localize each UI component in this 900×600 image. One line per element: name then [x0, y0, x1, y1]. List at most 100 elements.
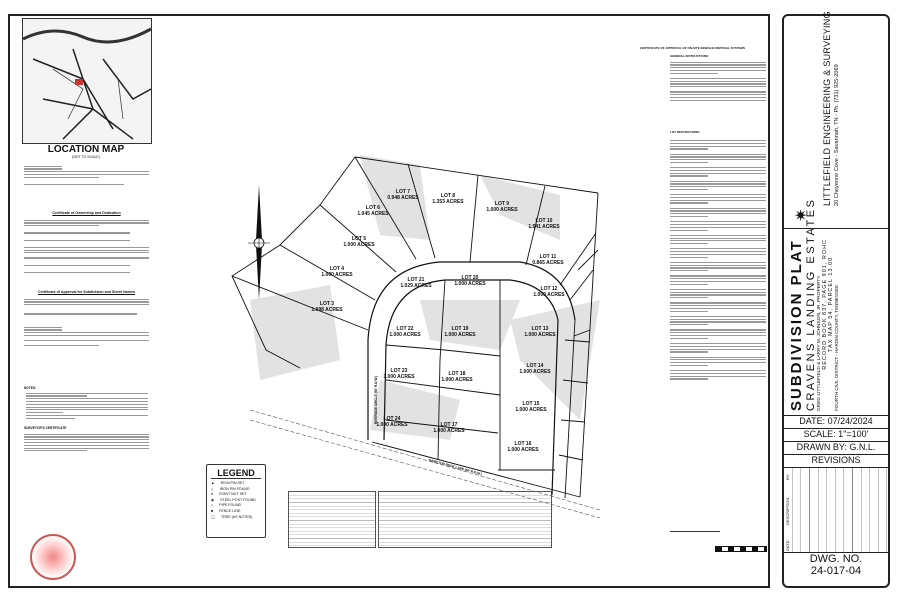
lot-name: LOT 20	[462, 275, 479, 281]
rev-col-date: DATE:	[785, 539, 790, 551]
surveyor-cert-text	[24, 432, 149, 453]
legend-title: LEGEND	[211, 468, 261, 479]
location-map-title: LOCATION MAP	[47, 144, 125, 155]
drawn-by: DRAWN BY: G.N.L.	[784, 441, 888, 452]
cert-approval-text	[24, 297, 149, 348]
sewage-cert-title: CERTIFICATE OF APPROVAL OF ON-SITE SEWAG…	[640, 46, 746, 50]
cert-approval-title: Certificate of Approval for Subdivision …	[38, 290, 135, 294]
district: FOURTH CIVIL DISTRICT - HARDIN COUNTY, T…	[834, 284, 839, 411]
legend-symbol-icon: ●	[211, 492, 214, 497]
notes-title: NOTES:	[24, 386, 37, 390]
compass-star-icon: ✷	[794, 208, 808, 225]
legend-item: ● POINT NOT SET	[211, 492, 261, 496]
firm-address: 20 Cheyenne Cove - Savannah, TN - Ph. (7…	[834, 64, 840, 206]
legend-item: ■ FENCE LINE	[211, 509, 261, 513]
lot-acreage: 1.000 ACRES	[454, 281, 486, 287]
lot-acreage: 0.865 ACRES	[532, 260, 564, 266]
curve-table	[378, 491, 552, 548]
firm-name: LITTLEFIELD ENGINEERING & SURVEYING	[822, 11, 832, 206]
rev-col-description: DESCRIPTION:	[785, 496, 790, 525]
road-edge	[249, 409, 601, 519]
legend-label: IRON PIN SET	[220, 481, 245, 485]
subdivision-name: CRAVENS LANDING ESTATES	[805, 197, 817, 411]
lot-name: LOT 24	[384, 416, 401, 422]
legend-label: IRON PIN FOUND	[219, 486, 250, 491]
road-label-loop: RIVERSIDE CIRCLE (50' R.O.W.)	[374, 376, 378, 424]
lot-acreage: 1.541 ACRES	[528, 224, 560, 230]
lot-name: LOT 13	[532, 326, 549, 332]
legend: LEGEND ▲ IRON PIN SET △ IRON PIN FOUND ● POIN…	[206, 464, 266, 538]
legend-item: △ IRON PIN FOUND	[211, 487, 261, 491]
shaded-areas	[250, 155, 600, 440]
rev-col-by: BY:	[785, 473, 790, 480]
lot-lines	[231, 156, 599, 499]
sewage-general-title: GENERAL INSTRUCTIONS:	[670, 54, 709, 58]
lot-name: LOT 7	[396, 189, 410, 195]
lot-name: LOT 9	[495, 201, 509, 207]
lot-name: LOT 14	[527, 363, 544, 369]
sewage-restrictions-title: LOT RESTRICTIONS:	[670, 130, 701, 134]
lot-acreage: 1.045 ACRES	[357, 211, 389, 217]
cert-ownership-title: Certificate of Ownership and Dedication	[52, 211, 121, 215]
legend-label: TREE (AS NOTED)	[221, 514, 253, 519]
lot-acreage: 1.353 ACRES	[432, 199, 464, 205]
lot-name: LOT 16	[515, 441, 532, 447]
lot-acreage: 1.000 ACRES	[383, 374, 415, 380]
lot-acreage: 1.000 ACRES	[507, 447, 539, 453]
location-map-subtitle: (NOT TO SCALE)	[72, 155, 100, 159]
lot-name: LOT 6	[366, 205, 380, 211]
lot-restrictions-text	[670, 136, 766, 381]
lot-name: LOT 23	[391, 368, 408, 374]
lot-acreage: 1.000 ACRES	[441, 377, 473, 383]
scale-bar	[715, 546, 767, 552]
lot-acreage: 1.000 ACRES	[389, 332, 421, 338]
lot-name: LOT 15	[523, 401, 540, 407]
north-arrow	[248, 185, 270, 300]
revisions-title: REVISIONS	[811, 455, 861, 465]
lot-acreage: 1.000 ACRES	[321, 272, 353, 278]
legend-item: ◯ TREE (AS NOTED)	[211, 515, 261, 519]
title-block: LITTLEFIELD ENGINEERING & SURVEYING 20 C…	[782, 11, 890, 588]
legend-label: STEEL POST FOUND	[220, 497, 256, 502]
legend-label: FENCE LINE	[219, 508, 241, 513]
legend-symbol-icon: ■	[211, 508, 214, 513]
plat-title: SUBDIVISION PLAT	[788, 239, 805, 411]
legend-symbol-icon: ◯	[211, 514, 216, 519]
dwg-number: 24-017-04	[810, 565, 862, 577]
legend-label: PIPE FOUND	[219, 503, 242, 508]
lot-acreage: 1.029 ACRES	[400, 283, 432, 289]
lot-acreage: 1.000 ACRES	[519, 369, 551, 375]
lot-name: LOT 3	[320, 301, 334, 307]
legend-label: POINT NOT SET	[219, 492, 247, 497]
lot-name: LOT 5	[352, 236, 366, 242]
dwg-label: DWG. NO.	[809, 553, 863, 565]
legend-symbol-icon: △	[211, 486, 214, 491]
legend-symbol-icon: ◉	[211, 497, 215, 502]
lot-acreage: 1.000 ACRES	[524, 332, 556, 338]
lot-acreage: 1.000 ACRES	[444, 332, 476, 338]
lot-name: LOT 8	[441, 193, 455, 199]
surveyor-seal	[30, 534, 76, 580]
location-map	[22, 18, 152, 144]
sewage-cert-text	[670, 60, 766, 103]
lot-name: LOT 18	[449, 371, 466, 377]
lot-acreage: 1.000 ACRES	[376, 422, 408, 428]
lot-acreage: 0.948 ACRES	[387, 195, 419, 201]
legend-symbol-icon: ○	[211, 503, 214, 508]
lot-acreage: 1.000 ACRES	[515, 407, 547, 413]
legend-symbol-icon: ▲	[211, 481, 215, 485]
lot-name: LOT 19	[452, 326, 469, 332]
lot-acreage: 1.000 ACRES	[533, 292, 565, 298]
legend-item: ▲ IRON PIN SET	[211, 481, 261, 485]
scale: SCALE: 1"=100'	[784, 428, 888, 439]
revisions-table: REVISIONS DATE: DESCRIPTION: BY:	[784, 454, 888, 555]
lot-name: LOT 17	[441, 422, 458, 428]
lot-acreage: 1.000 ACRES	[486, 207, 518, 213]
lot-acreage: 1.000 ACRES	[433, 428, 465, 434]
lot-acreage: 1.098 ACRES	[311, 307, 343, 313]
legend-item: ◉ STEEL POST FOUND	[211, 498, 261, 502]
register-cert-text	[24, 164, 149, 187]
drawing-number-box: DWG. NO. 24-017-04	[784, 552, 888, 577]
line-table	[288, 491, 376, 548]
